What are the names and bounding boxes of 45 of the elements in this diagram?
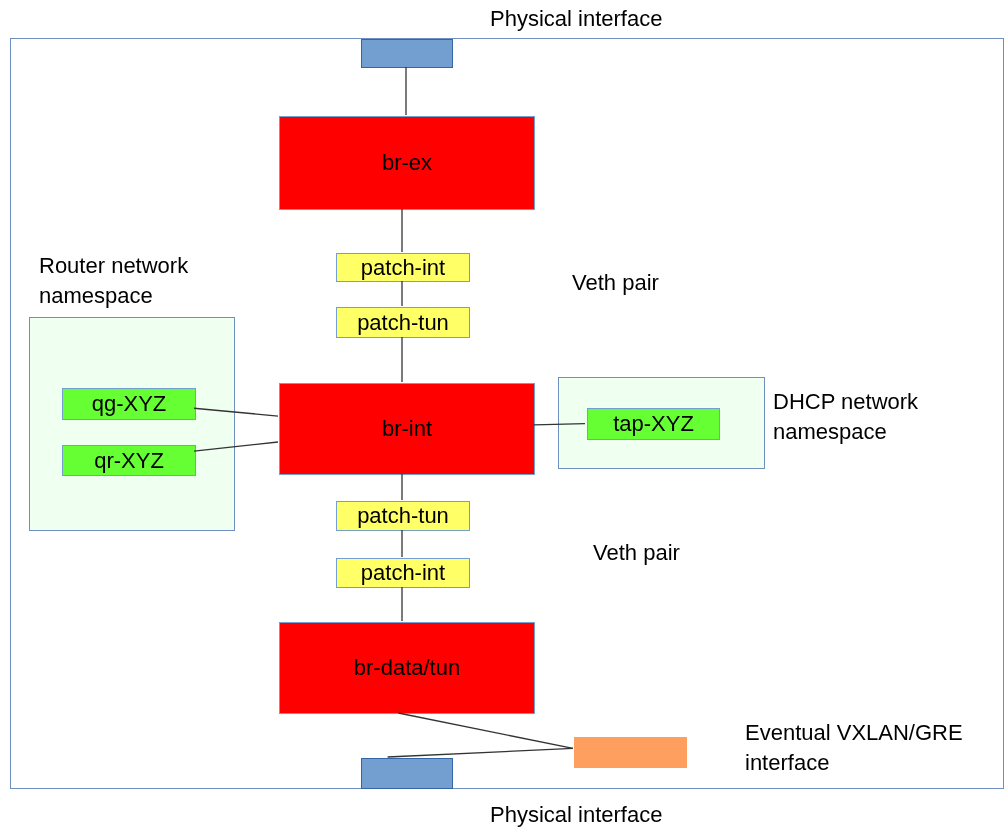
connector-line (401, 529, 403, 558)
node-label: patch-int (359, 559, 447, 587)
port-box (587, 408, 720, 440)
namespace-heading: DHCP network namespace (773, 388, 920, 446)
patch-port-box (336, 558, 470, 588)
connector-line (193, 441, 279, 452)
patch-port-box (336, 501, 470, 531)
physical-interface-box (361, 39, 453, 68)
connector-line (401, 336, 403, 383)
node-label: br-int (380, 415, 434, 443)
connector-line (397, 712, 574, 750)
interface-caption: Physical interface (490, 801, 664, 829)
node-label: patch-tun (356, 308, 450, 337)
connector-line (533, 423, 586, 426)
connector-line (401, 208, 403, 253)
node-label: patch-int (359, 254, 447, 281)
bridge-box (279, 383, 535, 475)
physical-interface-box (361, 758, 453, 789)
node-label: tap-XYZ (612, 410, 695, 438)
port-box (62, 388, 196, 420)
patch-port-box (336, 253, 470, 282)
node-label: br-ex (380, 149, 434, 177)
connector-line (401, 473, 403, 501)
connector-line (193, 407, 279, 417)
interface-caption: Physical interface (490, 5, 664, 33)
text-label: Veth pair (593, 539, 680, 567)
bridge-box (279, 622, 535, 714)
text-label: Veth pair (572, 269, 659, 297)
namespace-box (558, 377, 765, 469)
connector-line (405, 66, 407, 116)
interface-caption: Eventual VXLAN/GRE interface (745, 719, 964, 777)
namespace-box (29, 317, 235, 531)
node-label: qg-XYZ (90, 390, 168, 418)
patch-port-box (336, 307, 470, 338)
bridge-box (279, 116, 535, 210)
connector-line (386, 747, 574, 758)
port-box (62, 445, 196, 476)
host-frame (10, 38, 1004, 789)
node-label: br-data/tun (352, 654, 462, 682)
tunnel-interface-box (574, 737, 687, 768)
connector-line (401, 280, 403, 307)
connector-line (401, 586, 403, 622)
namespace-heading: Router network namespace (39, 252, 190, 310)
node-label: qr-XYZ (93, 446, 165, 475)
node-label: patch-tun (356, 502, 450, 530)
